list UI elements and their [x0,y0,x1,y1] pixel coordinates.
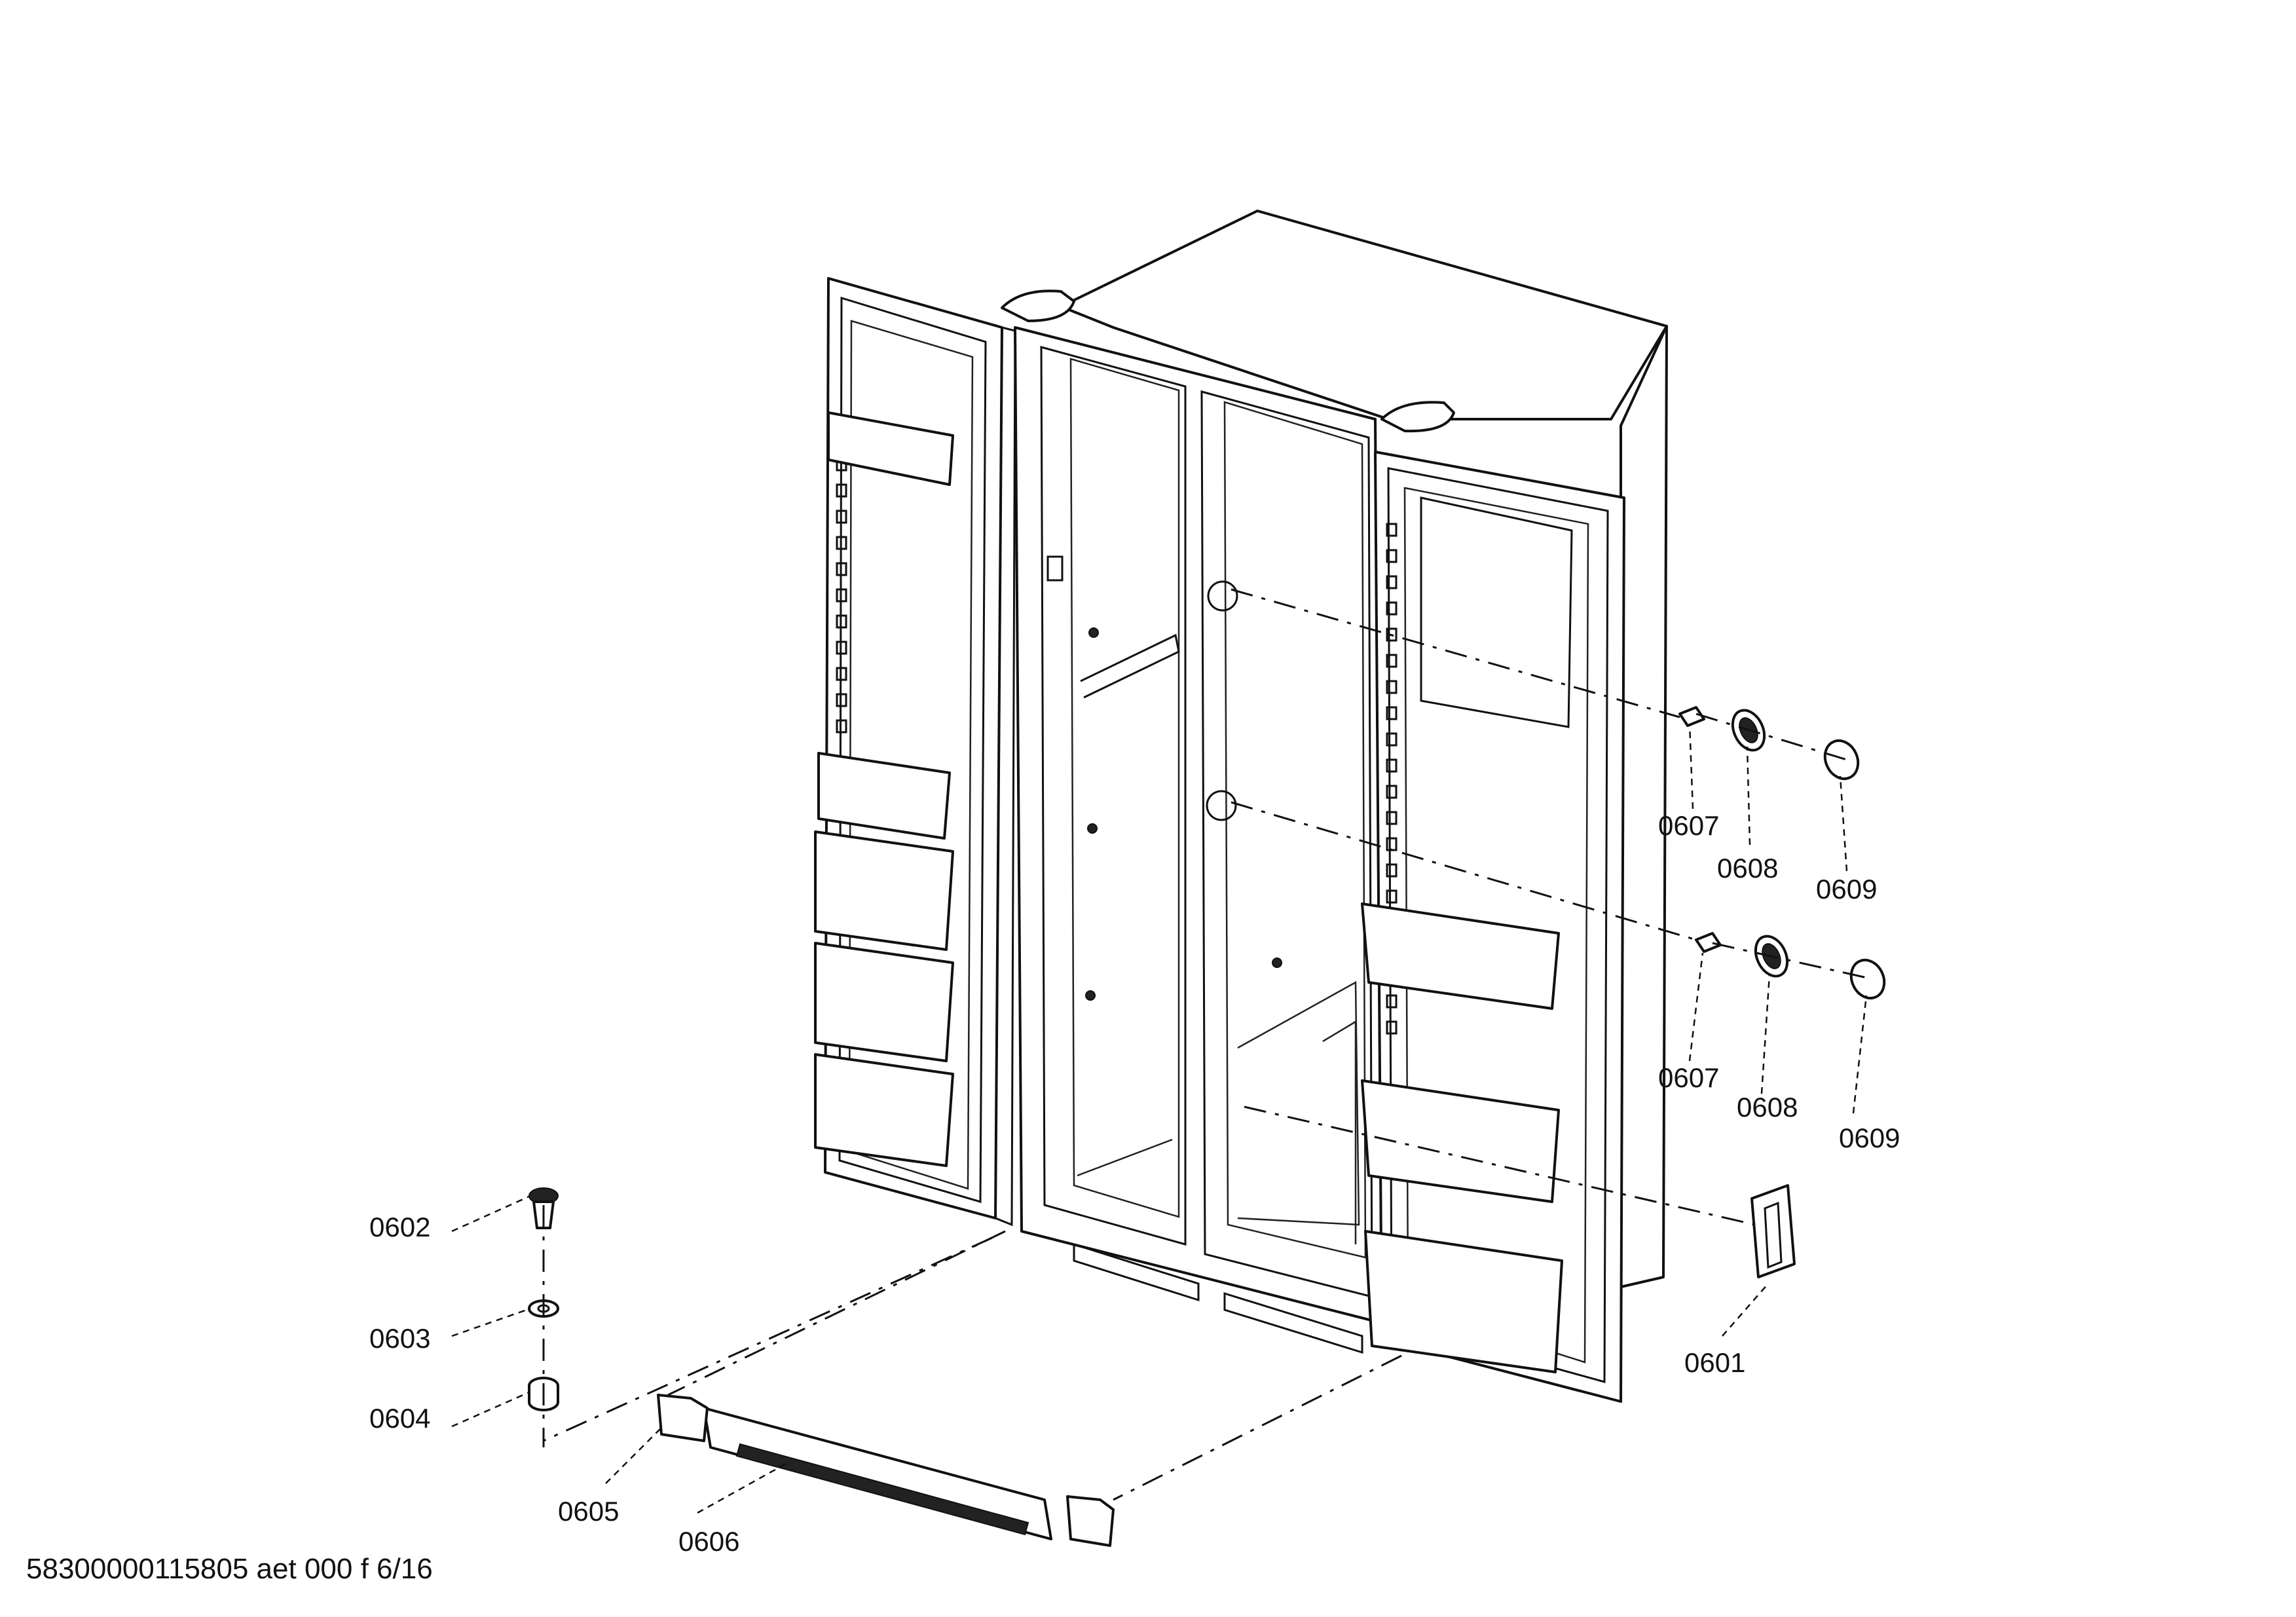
label-0604: 0604 [369,1403,430,1434]
fresh-food-door [1361,451,1625,1403]
leader-lines [451,723,1868,1514]
assembly-lines [542,588,1874,1501]
label-0607-lower: 0607 [1658,1062,1719,1093]
handle-mount-clip-lower [1695,932,1722,953]
label-0608-upper: 0608 [1717,853,1778,883]
part-labels: 0602 0603 0604 0605 0606 0607 0607 0608 … [369,810,1900,1557]
kick-plate [703,1407,1052,1540]
label-0605: 0605 [558,1496,619,1527]
handle-mount-cap-lower [1849,958,1886,1000]
label-0607-upper: 0607 [1658,810,1719,841]
kick-plate-end-cap-left [657,1394,709,1442]
handle-mount-clip-upper [1678,706,1705,727]
label-0602: 0602 [369,1212,430,1242]
freezer-door [814,277,1016,1227]
kick-plate-end-cap-right [1066,1495,1115,1547]
label-0603: 0603 [369,1323,430,1354]
label-0609-upper: 0609 [1816,874,1877,904]
refrigerator-cabinet [1001,210,1668,1354]
handle-mount-cap-upper [1823,739,1860,781]
label-0608-lower: 0608 [1737,1092,1798,1123]
door-stop-block [1750,1184,1796,1278]
drawing-reference-footer: 58300000115805 aet 000 f 6/16 [26,1553,433,1585]
label-0606: 0606 [678,1526,739,1557]
label-0609-lower: 0609 [1839,1123,1900,1153]
label-0601: 0601 [1684,1347,1745,1378]
